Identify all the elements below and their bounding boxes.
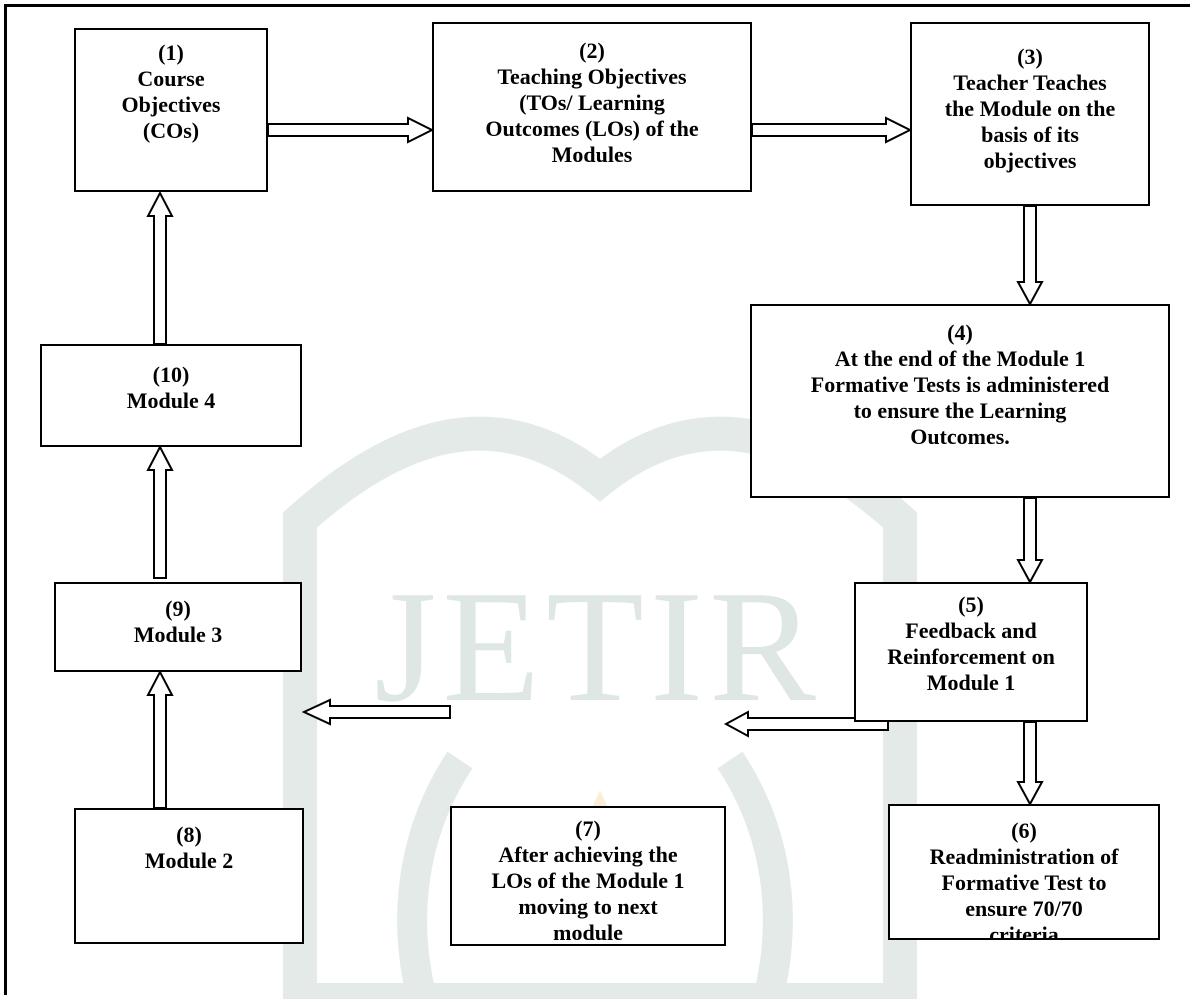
arrow-7-to-8 [301,698,451,726]
arrow-4-to-5 [1016,497,1044,585]
node-line: LOs of the Module 1 [491,868,685,893]
arrow-10-to-1 [146,190,174,345]
node-line: Teaching Objectives [497,64,687,89]
node-line: Modules [551,142,633,167]
node-course-objectives: (1) Course Objectives (COs) [74,28,268,192]
node-number: (10) [152,362,190,387]
node-line: Module 2 [144,848,234,873]
node-line: the Module on the [944,96,1116,121]
diagram-frame [4,4,1190,995]
node-feedback-reinforcement: (5) Feedback and Reinforcement on Module… [854,582,1088,722]
node-number: (3) [1017,44,1043,69]
node-line: Module 1 [926,670,1016,695]
node-line: Objectives [121,92,221,117]
node-line: module [553,920,623,945]
arrow-9-to-10 [146,444,174,579]
node-module-3: (9) Module 3 [54,582,302,672]
node-line: to ensure the Learning [853,398,1067,423]
node-line: Feedback and [905,618,1037,643]
node-line: (TOs/ Learning [519,90,665,115]
node-line: basis of its [981,122,1079,147]
arrow-2-to-3 [751,116,913,144]
node-module-4: (10) Module 4 [40,344,302,447]
node-number: (4) [947,320,973,345]
node-line: Course [137,66,205,91]
arrow-5-to-6 [1016,721,1044,807]
node-line: Module 3 [133,622,223,647]
node-line: Formative Test to [941,870,1107,895]
node-formative-tests: (4) At the end of the Module 1 Formative… [750,304,1170,498]
arrow-8-to-9 [146,669,174,809]
node-number: (7) [575,816,601,841]
node-line: objectives [983,148,1077,173]
arrow-3-to-4 [1016,205,1044,307]
node-line: Formative Tests is administered [810,372,1110,397]
node-line: (COs) [142,118,200,143]
node-number: (1) [158,40,184,65]
node-number: (2) [579,38,605,63]
node-line: criteria [989,922,1059,940]
node-line: Teacher Teaches [953,70,1107,95]
node-line: moving to next [518,894,658,919]
node-line: ensure 70/70 [965,896,1083,921]
node-number: (9) [165,596,191,621]
node-line: Outcomes. [910,424,1010,449]
node-number: (6) [1011,818,1037,843]
arrow-1-to-2 [267,116,435,144]
node-readministration: (6) Readministration of Formative Test t… [888,804,1160,940]
node-after-achieving: (7) After achieving the LOs of the Modul… [450,806,726,946]
node-line: At the end of the Module 1 [834,346,1086,371]
node-number: (5) [958,592,984,617]
node-line: Outcomes (LOs) of the [485,116,699,141]
node-line: Module 4 [126,388,216,413]
node-line: Readministration of [929,844,1119,869]
node-line: After achieving the [498,842,678,867]
node-line: Reinforcement on [887,644,1055,669]
node-number: (8) [176,822,202,847]
arrow-6-to-7 [723,710,889,738]
node-teaching-objectives: (2) Teaching Objectives (TOs/ Learning O… [432,22,752,192]
node-module-2: (8) Module 2 [74,808,304,944]
node-teacher-teaches: (3) Teacher Teaches the Module on the ba… [910,22,1150,206]
